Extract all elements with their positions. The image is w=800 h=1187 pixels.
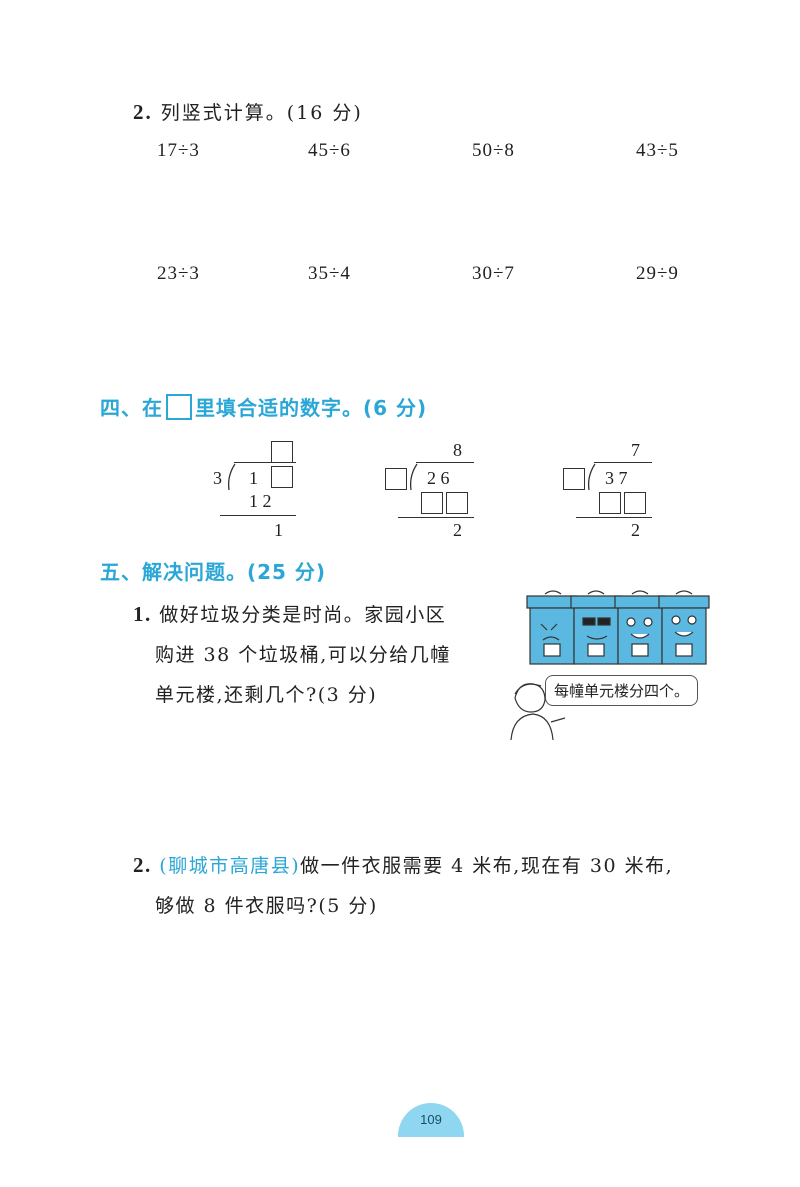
subtraction-line xyxy=(398,517,474,518)
q2-number: 2. xyxy=(133,100,153,124)
division-bracket-icon xyxy=(587,463,596,491)
section4-title: 四、在 里填合适的数字。(6 分) xyxy=(100,392,427,421)
blank-box[interactable] xyxy=(385,468,407,490)
trash-bin-icon xyxy=(614,590,666,665)
q2-text: 列竖式计算。(16 分) xyxy=(160,102,363,124)
problem-2: 2. (聊城市高唐县)做一件衣服需要 4 米布,现在有 30 米布, 够做 8 … xyxy=(133,845,673,926)
garbage-bins-illustration xyxy=(510,590,710,741)
blank-box-icon xyxy=(166,394,192,420)
p2-number: 2. xyxy=(133,853,152,877)
division-bracket-icon xyxy=(227,463,236,491)
dividend: 2 6 xyxy=(427,468,450,488)
expr-2: 45÷6 xyxy=(308,140,351,161)
dividend: 3 7 xyxy=(605,468,628,488)
blank-box[interactable] xyxy=(271,466,293,488)
division-bracket-icon xyxy=(409,463,418,491)
remainder: 2 xyxy=(453,520,462,540)
section4-title-a: 四、在 xyxy=(100,396,163,420)
division-bar xyxy=(416,462,474,463)
expr-3: 50÷8 xyxy=(472,140,515,161)
section4-title-b: 里填合适的数字。(6 分) xyxy=(195,396,428,420)
expr-5: 23÷3 xyxy=(157,263,200,284)
subtraction-line xyxy=(576,517,652,518)
blank-box[interactable] xyxy=(624,492,646,514)
dividend-digit: 1 xyxy=(249,468,258,488)
problem-1: 1. 做好垃圾分类是时尚。家园小区 购进 38 个垃圾桶,可以分给几幢 单元楼,… xyxy=(133,594,451,715)
p1-number: 1. xyxy=(133,602,152,626)
division-bar xyxy=(594,462,652,463)
p1-line3: 单元楼,还剩几个?(3 分) xyxy=(155,684,378,706)
trash-bin-icon xyxy=(570,590,622,665)
subtraction-line xyxy=(220,515,296,516)
page-number: 109 xyxy=(398,1103,464,1137)
blank-box[interactable] xyxy=(599,492,621,514)
blank-box[interactable] xyxy=(446,492,468,514)
expr-1: 17÷3 xyxy=(157,140,200,161)
speech-bubble: 每幢单元楼分四个。 xyxy=(545,675,699,706)
blank-box[interactable] xyxy=(271,441,293,463)
expr-4: 43÷5 xyxy=(636,140,679,161)
product: 1 2 xyxy=(249,491,272,511)
p2-source: (聊城市高唐县) xyxy=(159,855,301,877)
expr-8: 29÷9 xyxy=(636,263,679,284)
p1-line1: 做好垃圾分类是时尚。家园小区 xyxy=(159,604,447,626)
q2-heading: 2. 列竖式计算。(16 分) xyxy=(133,98,363,125)
trash-bin-icon xyxy=(658,590,710,665)
divisor: 3 xyxy=(213,468,222,488)
expr-7: 30÷7 xyxy=(472,263,515,284)
remainder: 1 xyxy=(274,520,283,540)
boy-icon xyxy=(510,683,566,741)
blank-box[interactable] xyxy=(421,492,443,514)
section5-title: 五、解决问题。(25 分) xyxy=(100,560,327,584)
quotient: 8 xyxy=(453,440,462,460)
blank-box[interactable] xyxy=(563,468,585,490)
quotient: 7 xyxy=(631,440,640,460)
trash-bin-icon xyxy=(526,590,578,665)
remainder: 2 xyxy=(631,520,640,540)
p2-line1: 做一件衣服需要 4 米布,现在有 30 米布, xyxy=(300,855,674,877)
p1-line2: 购进 38 个垃圾桶,可以分给几幢 xyxy=(155,644,451,666)
expr-6: 35÷4 xyxy=(308,263,351,284)
division-bar xyxy=(234,462,296,463)
p2-line2: 够做 8 件衣服吗?(5 分) xyxy=(155,895,378,917)
